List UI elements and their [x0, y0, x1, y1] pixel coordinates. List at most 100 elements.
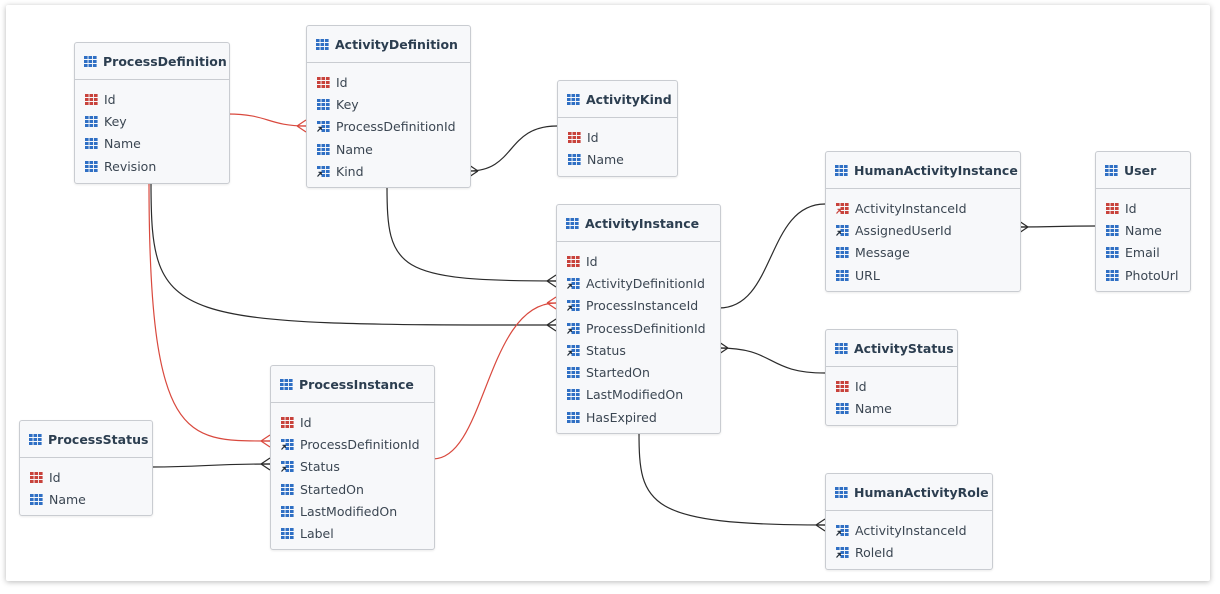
field-row-id[interactable]: Id: [75, 88, 229, 110]
primary-key-icon: [568, 131, 581, 143]
field-row-name[interactable]: Name: [1096, 219, 1190, 241]
relation-line[interactable]: [227, 113, 307, 127]
field-row-id[interactable]: Id: [558, 126, 677, 148]
field-name: RoleId: [855, 544, 894, 560]
relation-line[interactable]: [718, 203, 826, 309]
column-icon: [317, 143, 330, 155]
field-row-url[interactable]: URL: [826, 264, 1020, 286]
field-name: Revision: [104, 158, 157, 174]
entity-title: ProcessDefinition: [103, 53, 227, 69]
field-row-activity-instance-id[interactable]: ActivityInstanceId: [826, 197, 1020, 219]
field-name: HasExpired: [586, 409, 657, 425]
entity-header[interactable]: ProcessDefinition: [75, 43, 229, 80]
field-name: Id: [1125, 200, 1137, 216]
foreign-key-icon: [567, 344, 580, 356]
field-row-process-definition-id[interactable]: ProcessDefinitionId: [557, 317, 720, 339]
field-row-has-expired[interactable]: HasExpired: [557, 406, 720, 428]
field-name: Id: [587, 129, 599, 145]
column-icon: [317, 98, 330, 110]
field-row-photo-url[interactable]: PhotoUrl: [1096, 264, 1190, 286]
field-row-assigned-user-id[interactable]: AssignedUserId: [826, 219, 1020, 241]
relation-line[interactable]: [432, 302, 557, 460]
crows-foot-marker: [546, 274, 557, 288]
field-row-name[interactable]: Name: [75, 133, 229, 155]
field-row-id[interactable]: Id: [307, 71, 470, 93]
field-row-revision[interactable]: Revision: [75, 155, 229, 177]
foreign-key-icon: [836, 224, 849, 236]
field-row-id[interactable]: Id: [271, 411, 434, 433]
relation-line[interactable]: [150, 181, 557, 326]
relation-line[interactable]: [148, 181, 271, 442]
field-row-role-id[interactable]: RoleId: [826, 541, 992, 563]
entity-header[interactable]: ActivityDefinition: [307, 26, 470, 63]
relation-line[interactable]: [638, 431, 826, 526]
field-row-activity-instance-id[interactable]: ActivityInstanceId: [826, 519, 992, 541]
field-row-key[interactable]: Key: [75, 110, 229, 132]
entity-header[interactable]: HumanActivityRole: [826, 474, 992, 511]
field-row-id[interactable]: Id: [557, 250, 720, 272]
relation-line[interactable]: [386, 185, 557, 282]
relation-line[interactable]: [1018, 225, 1096, 228]
column-icon: [836, 402, 849, 414]
field-name: StartedOn: [586, 365, 650, 381]
field-name: Id: [104, 91, 116, 107]
relation-line[interactable]: [718, 347, 826, 374]
field-row-process-definition-id[interactable]: ProcessDefinitionId: [271, 433, 434, 455]
field-row-label[interactable]: Label: [271, 522, 434, 544]
entity-header[interactable]: HumanActivityInstance: [826, 152, 1020, 189]
entity-header[interactable]: User: [1096, 152, 1190, 189]
field-row-name[interactable]: Name: [20, 488, 152, 510]
field-row-last-modified-on[interactable]: LastModifiedOn: [557, 384, 720, 406]
field-row-process-instance-id[interactable]: ProcessInstanceId: [557, 295, 720, 317]
field-name: Id: [49, 469, 61, 485]
field-name: ProcessDefinitionId: [336, 119, 456, 135]
field-row-id[interactable]: Id: [20, 466, 152, 488]
field-row-status[interactable]: Status: [557, 339, 720, 361]
field-row-last-modified-on[interactable]: LastModifiedOn: [271, 500, 434, 522]
field-row-id[interactable]: Id: [826, 375, 957, 397]
field-row-message[interactable]: Message: [826, 242, 1020, 264]
field-row-key[interactable]: Key: [307, 93, 470, 115]
field-row-name[interactable]: Name: [307, 138, 470, 160]
field-row-email[interactable]: Email: [1096, 242, 1190, 264]
field-row-name[interactable]: Name: [558, 148, 677, 170]
entity-header[interactable]: ActivityInstance: [557, 205, 720, 242]
field-name: Kind: [336, 163, 364, 179]
relation-line[interactable]: [468, 125, 558, 172]
relation-line[interactable]: [150, 463, 271, 468]
field-row-process-definition-id[interactable]: ProcessDefinitionId: [307, 116, 470, 138]
entity-header[interactable]: ProcessStatus: [20, 421, 152, 458]
field-row-status[interactable]: Status: [271, 456, 434, 478]
field-row-started-on[interactable]: StartedOn: [271, 478, 434, 500]
field-row-kind[interactable]: Kind: [307, 160, 470, 182]
field-name: Id: [300, 414, 312, 430]
foreign-key-icon: [836, 202, 849, 214]
field-row-started-on[interactable]: StartedOn: [557, 361, 720, 383]
entity-header[interactable]: ActivityKind: [558, 81, 677, 118]
field-row-name[interactable]: Name: [826, 397, 957, 419]
field-row-id[interactable]: Id: [1096, 197, 1190, 219]
primary-key-icon: [281, 416, 294, 428]
entity-title: HumanActivityInstance: [854, 162, 1018, 178]
field-name: Name: [855, 400, 892, 416]
field-row-activity-definition-id[interactable]: ActivityDefinitionId: [557, 272, 720, 294]
table-icon: [29, 433, 42, 445]
entity-header[interactable]: ActivityStatus: [826, 330, 957, 367]
entity-header[interactable]: ProcessInstance: [271, 366, 434, 403]
column-icon: [1106, 269, 1119, 281]
